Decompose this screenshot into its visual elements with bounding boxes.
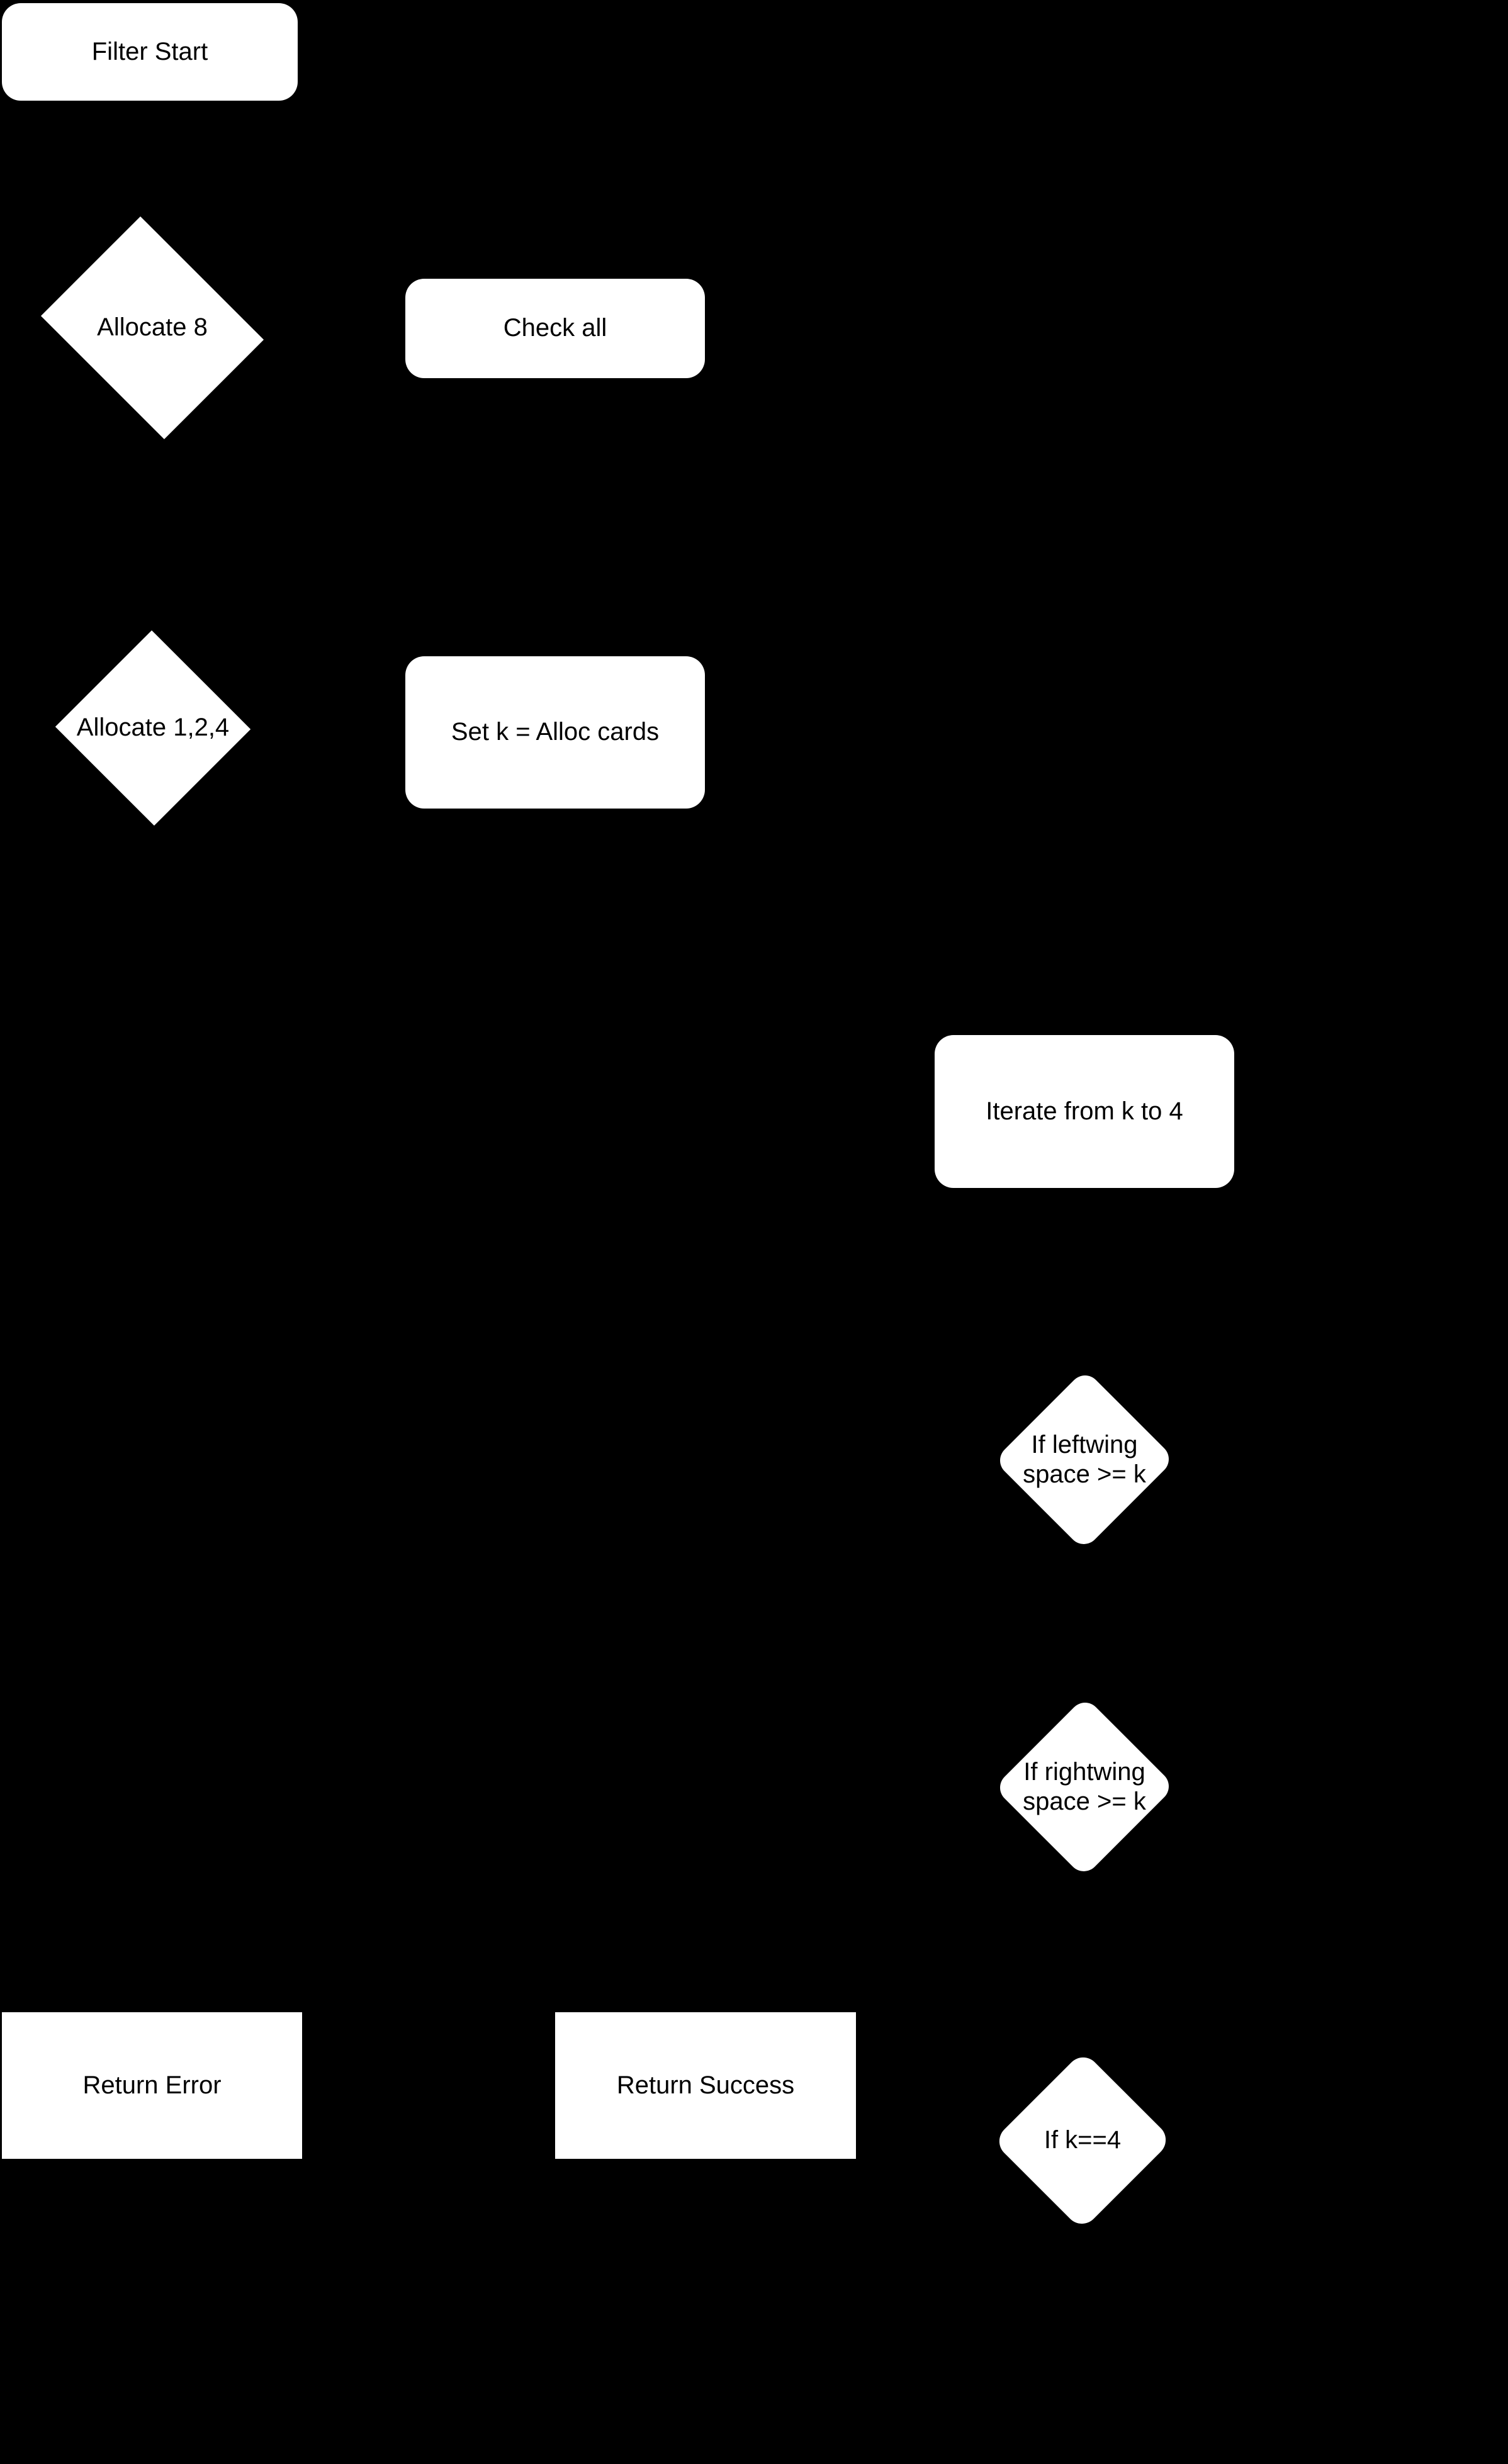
node-set-k-alloc-cards[interactable]: Set k = Alloc cards <box>405 656 705 809</box>
diamond-shape-allocate-1-2-4 <box>55 630 251 826</box>
node-if-k-equals-4[interactable]: If k==4 <box>993 2050 1173 2231</box>
node-allocate-8[interactable]: Allocate 8 <box>29 216 276 440</box>
node-label-check-all: Check all <box>503 314 607 342</box>
node-return-success[interactable]: Return Success <box>555 2012 856 2159</box>
node-label-return-error: Return Error <box>82 2071 222 2099</box>
diamond-shape-if-leftwing-space <box>993 1369 1176 1551</box>
node-check-all[interactable]: Check all <box>405 279 705 378</box>
diamond-shape-allocate-8 <box>40 216 264 440</box>
node-return-error[interactable]: Return Error <box>2 2012 302 2159</box>
node-filter-start[interactable]: Filter Start <box>2 3 298 101</box>
node-iterate-from-k-to-4[interactable]: Iterate from k to 4 <box>935 1035 1234 1188</box>
diamond-shape-if-rightwing-space <box>993 1696 1176 1878</box>
node-if-leftwing-space[interactable]: If leftwing space >= k <box>993 1369 1176 1551</box>
node-label-iterate-from-k-to-4: Iterate from k to 4 <box>986 1097 1183 1125</box>
diamond-shape-if-k-equals-4 <box>993 2051 1173 2231</box>
node-allocate-1-2-4[interactable]: Allocate 1,2,4 <box>54 630 252 826</box>
node-label-filter-start: Filter Start <box>91 37 208 65</box>
node-label-set-k-alloc-cards: Set k = Alloc cards <box>451 718 660 746</box>
node-label-return-success: Return Success <box>616 2071 795 2099</box>
node-if-rightwing-space[interactable]: If rightwing space >= k <box>993 1696 1176 1878</box>
